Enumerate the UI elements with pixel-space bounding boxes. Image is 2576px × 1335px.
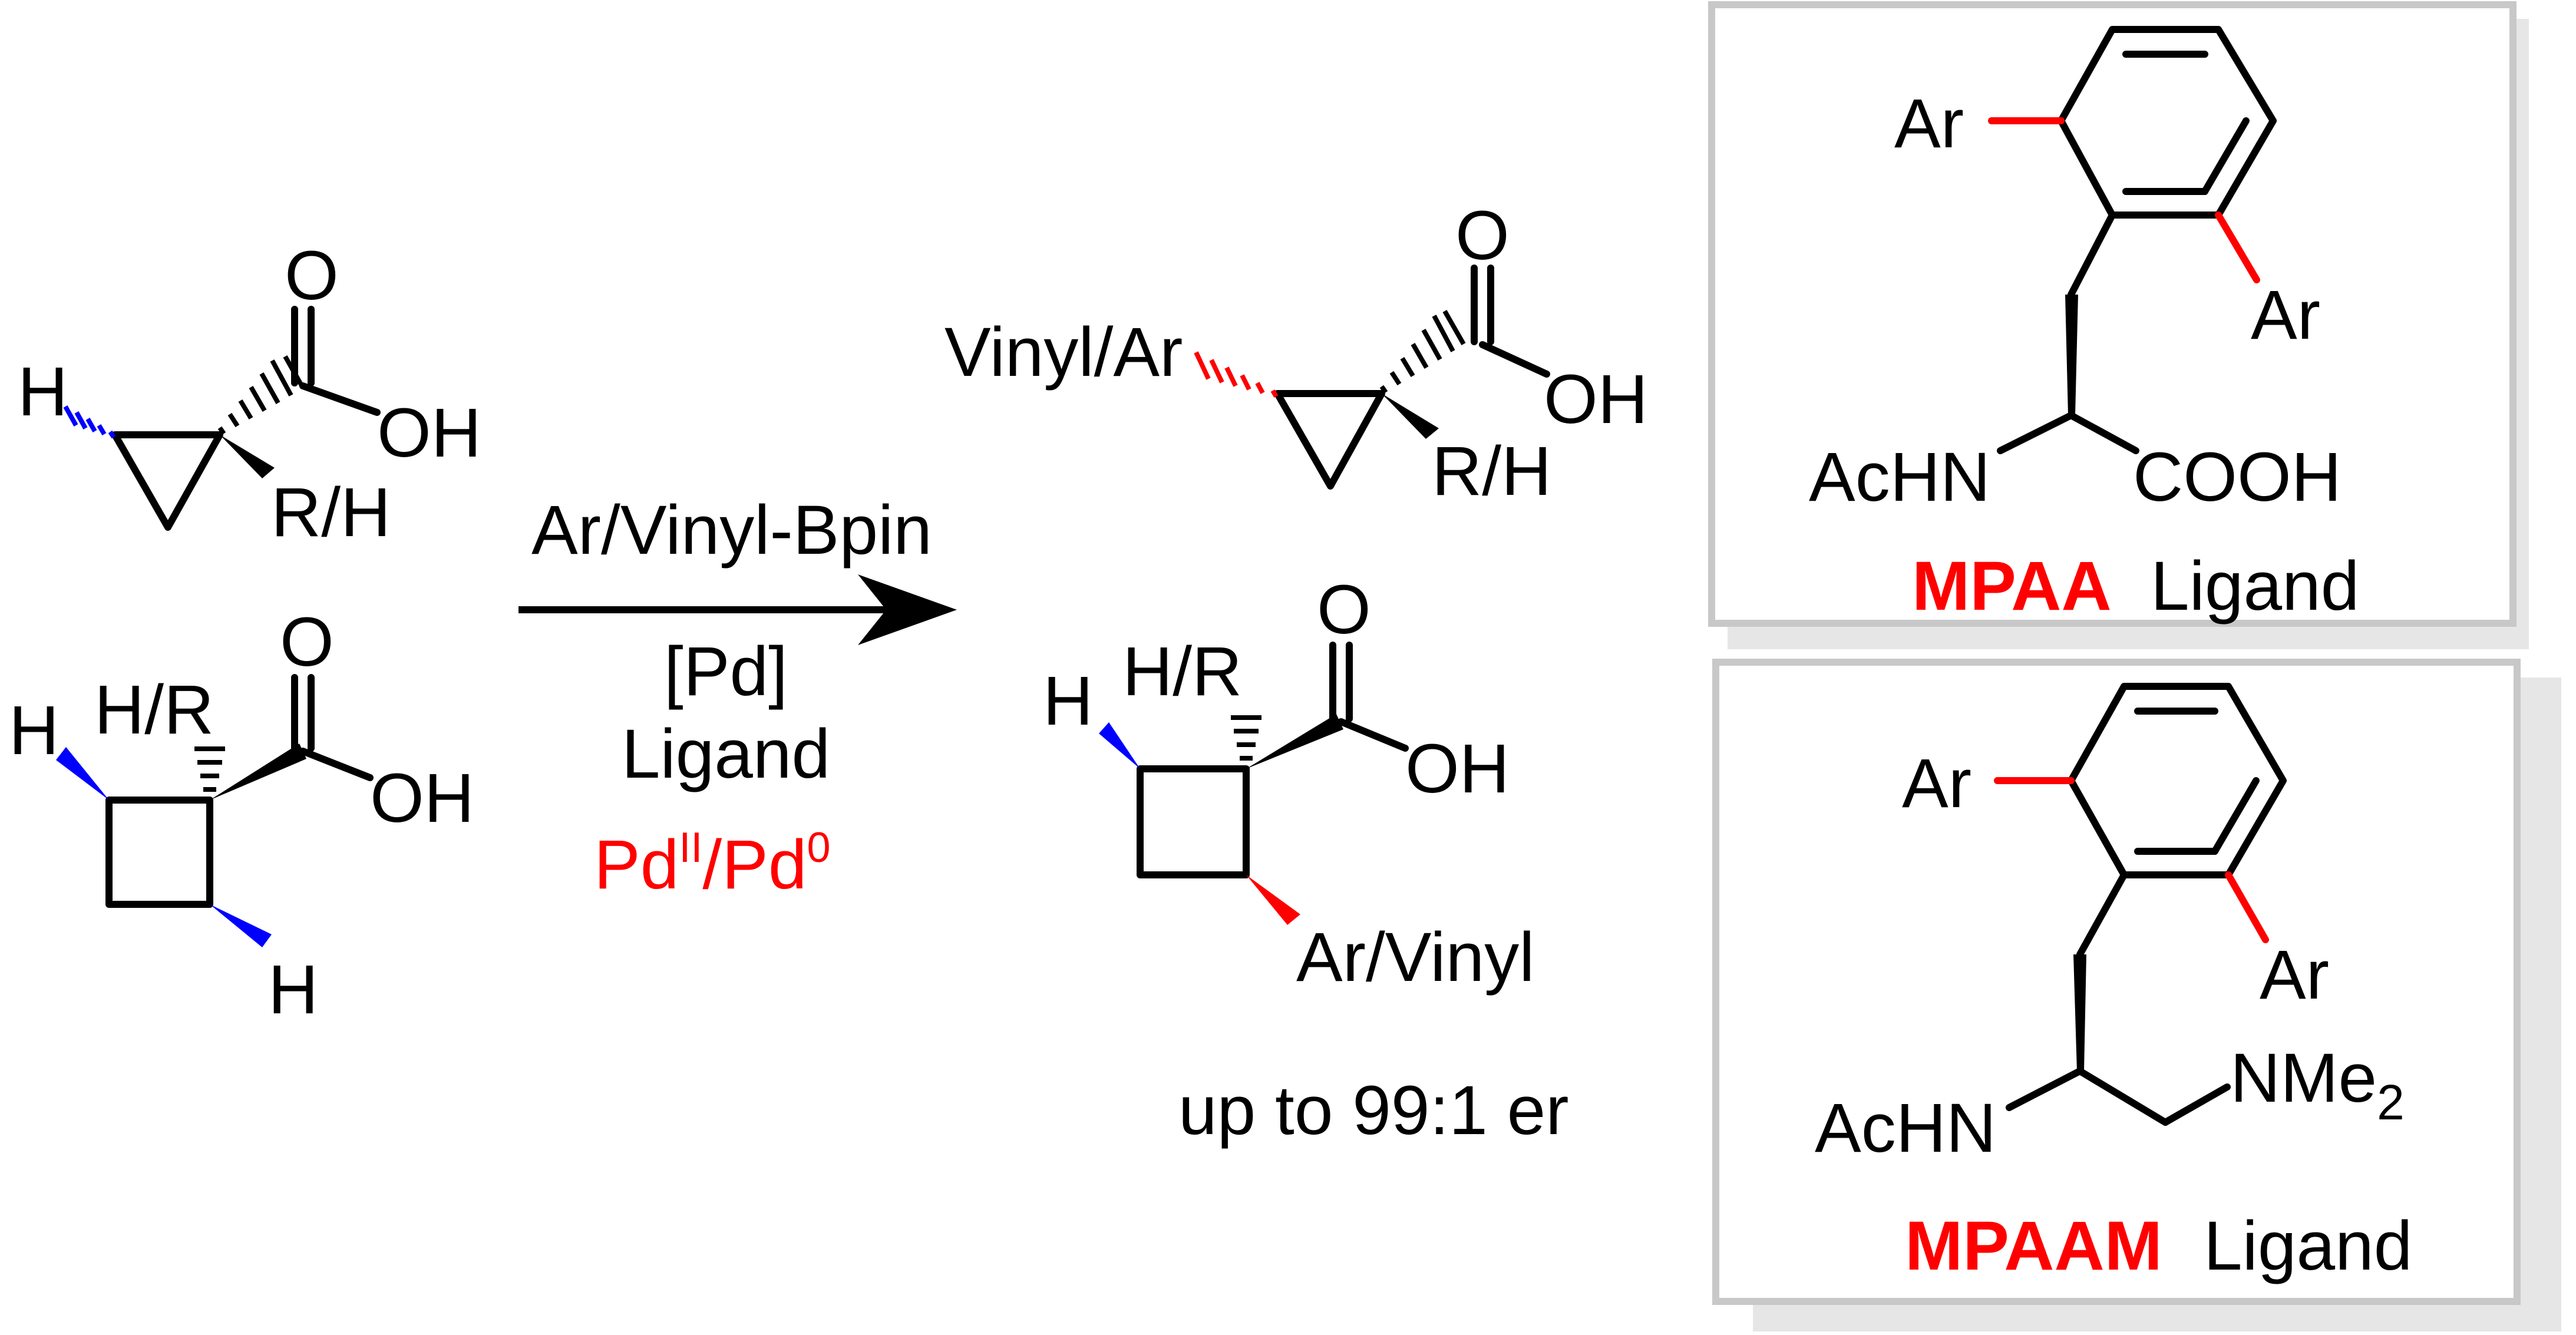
carboxylic-acid-label: COOH — [2133, 438, 2341, 516]
hashed-wedge-bond-h — [63, 405, 116, 439]
substituent-label: R/H — [271, 474, 391, 551]
hashed-wedge-bond-cooh — [1379, 310, 1466, 394]
hydroxyl-label: OH — [1405, 730, 1510, 808]
amide-label: AcHN — [1815, 1089, 1996, 1167]
amide-label: AcHN — [1809, 438, 1990, 516]
aryl-top-label: Ar — [1902, 745, 1971, 822]
ligand-class-rest: Ligand — [2151, 547, 2359, 625]
wedge-bond-substituent — [220, 435, 275, 478]
ligand-label: Ligand — [622, 715, 830, 793]
cyclopropane-ring — [111, 431, 223, 531]
aryl-right-label: Ar — [2260, 936, 2329, 1014]
box-frame — [1708, 1, 2516, 627]
wedge-bond-stereocenter — [2065, 295, 2078, 415]
h-label: H — [18, 353, 68, 431]
wedge-bond-stereocenter — [2073, 954, 2086, 1071]
wedge-bond-h-left — [56, 747, 109, 800]
h-bottom-label: H — [268, 951, 318, 1029]
h-left-label: H — [9, 692, 59, 769]
wedge-bond-cooh — [1246, 714, 1343, 769]
product-cyclopropane: Vinyl/Ar O OH R/H — [944, 197, 1648, 510]
hashed-wedge-bond-vinyl-aryl — [1194, 351, 1279, 398]
cyclopropane-ring — [1274, 390, 1385, 490]
carbonyl-o-label: O — [280, 603, 334, 681]
ligand-class-highlight: MPAAM — [1905, 1207, 2162, 1285]
aryl-top-label: Ar — [1894, 85, 1964, 163]
ligand-class-highlight: MPAA — [1912, 547, 2112, 625]
h-label: H — [1043, 662, 1093, 740]
dimethylamino-label: NMe2 — [2230, 1039, 2405, 1130]
mpaa-ligand-box: Ar Ar AcHN COOH MPAA Ligand — [1708, 1, 2529, 649]
enantioselectivity-label: up to 99:1 er — [1178, 1072, 1569, 1149]
substituent-label: R/H — [1432, 432, 1551, 510]
catalyst-label: [Pd] — [664, 633, 788, 711]
wedge-bond-h-bottom — [210, 904, 272, 947]
substituent-label: H/R — [94, 671, 214, 749]
carbonyl-o-label: O — [285, 237, 339, 315]
reactant-cyclopropane: H O OH R/H — [18, 237, 481, 551]
mpaam-ligand-box: Ar Ar AcHN NMe2 MPAAM Ligand — [1712, 659, 2561, 1331]
catalytic-cycle-label: PdII/Pd0 — [594, 824, 831, 904]
hydroxyl-label: OH — [370, 759, 474, 837]
box-frame — [1712, 659, 2521, 1305]
aryl-right-label: Ar — [2251, 276, 2320, 354]
reaction-conditions: Ar/Vinyl-Bpin [Pd] Ligand PdII/Pd0 — [518, 491, 957, 904]
vinyl-aryl-label: Vinyl/Ar — [944, 313, 1183, 391]
carbonyl-o-label: O — [1317, 571, 1371, 649]
ligand-class-rest: Ligand — [2204, 1207, 2412, 1285]
wedge-bond-substituent — [1382, 394, 1439, 439]
hashed-wedge-bond-cooh — [217, 355, 305, 435]
aryl-vinyl-label: Ar/Vinyl — [1296, 918, 1534, 996]
reagent-label: Ar/Vinyl-Bpin — [531, 491, 932, 569]
cyclobutane-ring — [105, 797, 213, 908]
hydroxyl-label: OH — [1544, 361, 1648, 438]
hashed-bond-substituent — [1231, 715, 1261, 761]
substituent-label: H/R — [1122, 633, 1242, 711]
wedge-bond-aryl-vinyl — [1246, 875, 1300, 925]
wedge-bond-h — [1099, 722, 1140, 769]
hashed-bond-substituent — [194, 746, 225, 792]
product-cyclobutane: H H/R O OH Ar/Vinyl up to 99:1 er — [1043, 571, 1569, 1149]
hydroxyl-label: OH — [377, 394, 481, 472]
reactant-cyclobutane: H H H/R O OH — [9, 603, 474, 1029]
carbonyl-o-label: O — [1455, 197, 1510, 275]
wedge-bond-cooh — [210, 743, 306, 800]
cyclobutane-ring — [1137, 765, 1250, 878]
